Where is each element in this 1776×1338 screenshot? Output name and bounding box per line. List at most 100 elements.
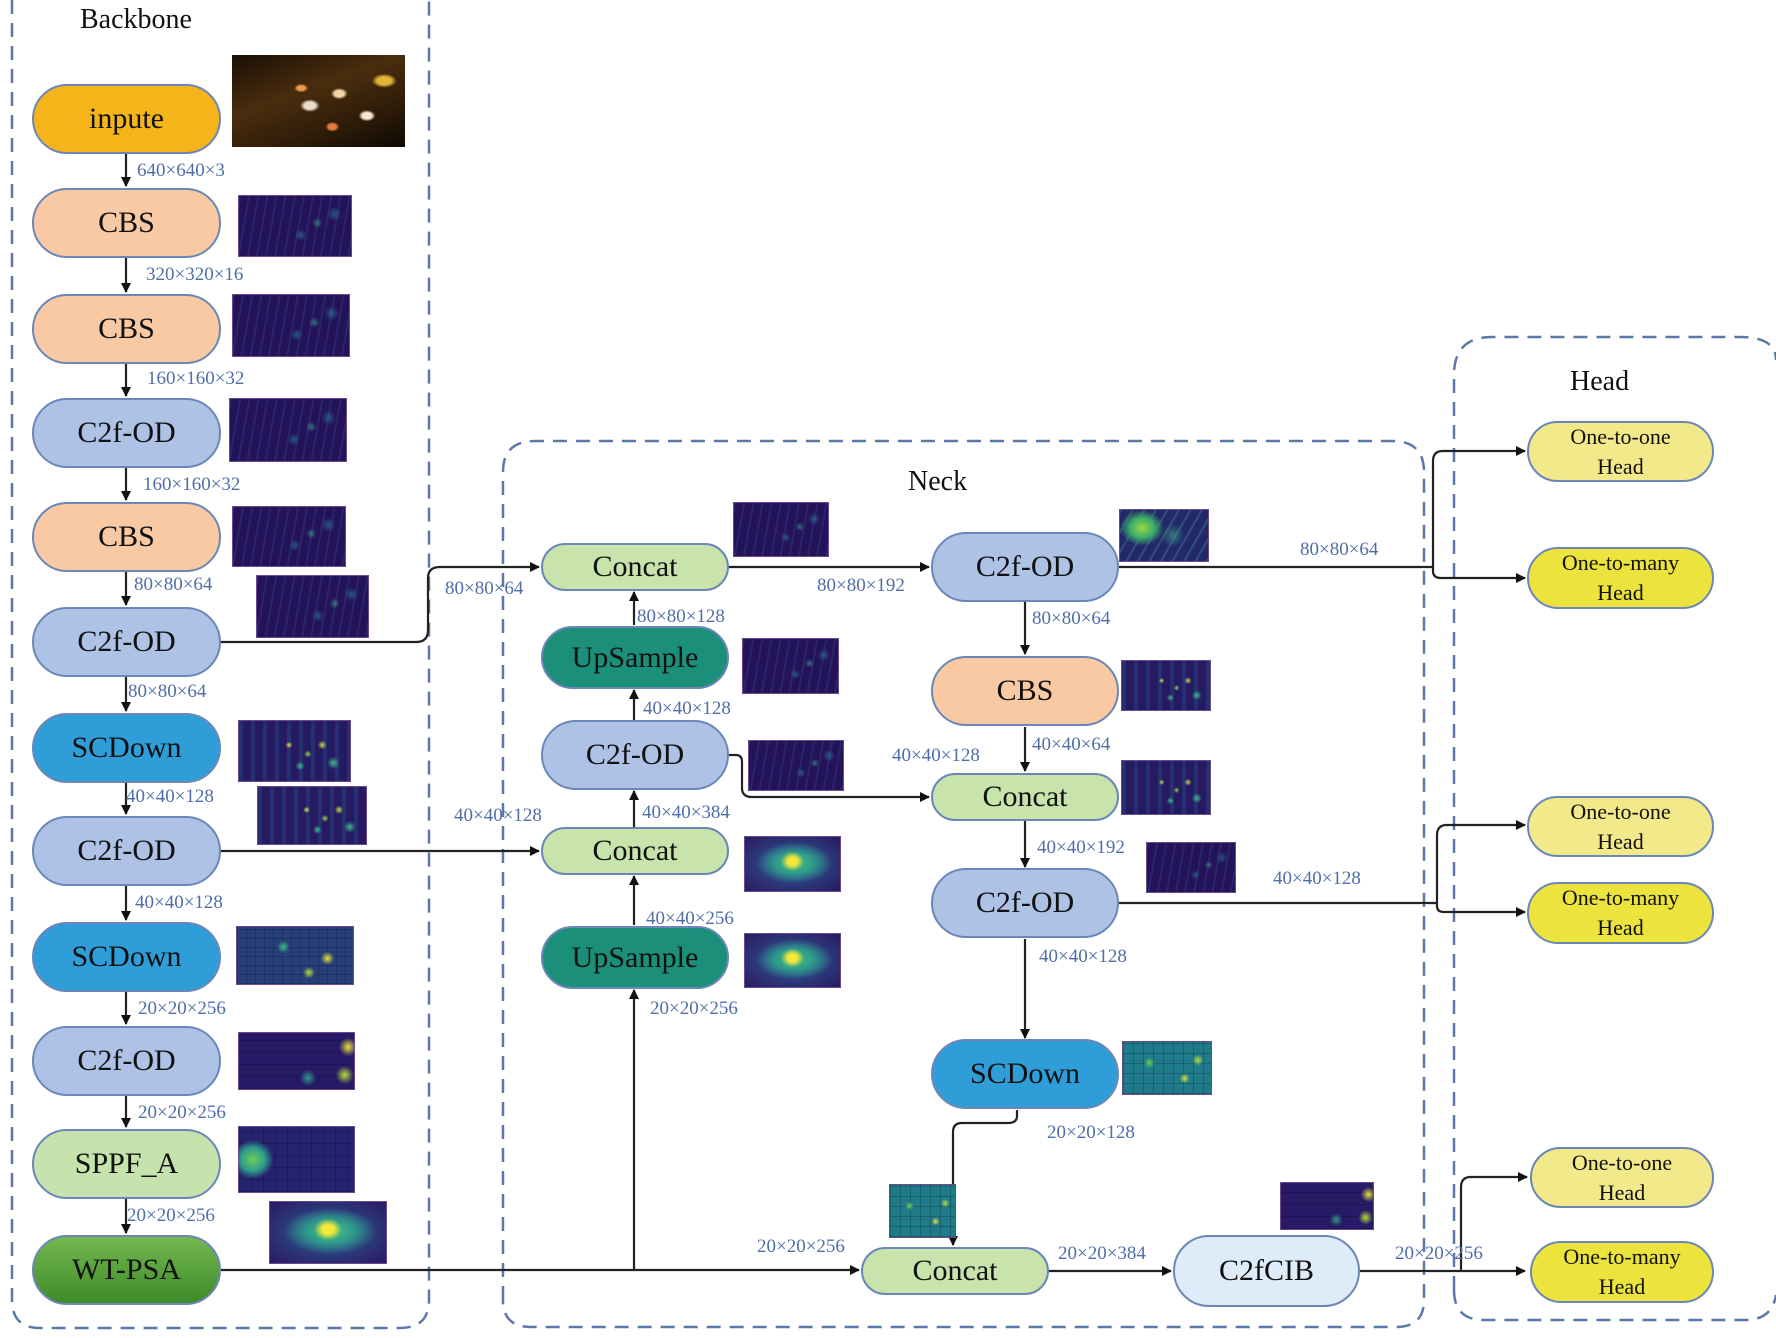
one-to-one-head-node: One-to-one Head (1530, 1147, 1714, 1208)
dim-label: 20×20×256 (757, 1236, 845, 1257)
head-label-line1: One-to-many (1561, 550, 1680, 575)
feature-map (232, 506, 346, 567)
dim-label: 20×20×256 (138, 1102, 226, 1123)
head-label-line2: Head (1598, 1179, 1646, 1205)
feature-map (1280, 1182, 1374, 1230)
feature-map (889, 1184, 956, 1238)
dim-label: 320×320×16 (146, 264, 244, 285)
scdown-node: SCDown (32, 713, 221, 783)
head-label-line2: Head (1597, 580, 1644, 605)
dim-label: 160×160×32 (147, 368, 245, 389)
dim-label: 80×80×64 (134, 574, 213, 595)
dim-label: 40×40×256 (646, 908, 734, 929)
one-to-one-head-node: One-to-one Head (1527, 421, 1714, 482)
one-to-many-head-node: One-to-many Head (1527, 547, 1714, 609)
dim-label: 80×80×128 (637, 606, 725, 627)
feature-map (748, 740, 844, 791)
feature-map (257, 786, 367, 845)
dim-label: 40×40×128 (126, 786, 214, 807)
c2f-od-node: C2f-OD (32, 1026, 221, 1096)
feature-map (238, 1126, 355, 1193)
input-image (232, 55, 405, 147)
cbs-node: CBS (931, 656, 1119, 726)
neck-border (501, 439, 1426, 1329)
head-label-line1: One-to-many (1561, 885, 1680, 910)
upsample-node: UpSample (541, 626, 729, 689)
sppf-a-node: SPPF_A (32, 1129, 221, 1199)
dim-label: 80×80×64 (128, 681, 207, 702)
head-title: Head (1570, 366, 1630, 397)
backbone-border (10, 0, 431, 1330)
feature-map (256, 575, 369, 638)
feature-map (232, 294, 350, 357)
wt-psa-node: WT-PSA (32, 1235, 221, 1305)
cbs-node: CBS (32, 294, 221, 364)
c2f-od-node: C2f-OD (931, 868, 1119, 938)
cbs-node: CBS (32, 502, 221, 572)
feature-map (1119, 509, 1209, 562)
feature-map (238, 720, 351, 782)
dim-label: 40×40×384 (642, 802, 730, 823)
feature-map (238, 1032, 355, 1090)
head-label-line2: Head (1597, 453, 1644, 479)
dim-label: 160×160×32 (143, 474, 241, 495)
dim-label: 20×20×128 (1047, 1122, 1135, 1143)
feature-map (229, 398, 347, 462)
feature-map (269, 1201, 387, 1264)
feature-map (733, 502, 829, 557)
feature-map (742, 638, 839, 694)
head-label-line1: One-to-many (1563, 1244, 1681, 1269)
one-to-many-head-node: One-to-many Head (1530, 1241, 1714, 1303)
dim-label: 40×40×192 (1037, 837, 1125, 858)
scdown-node: SCDown (931, 1039, 1119, 1109)
head-label-line2: Head (1598, 1274, 1646, 1299)
feature-map (1121, 760, 1211, 815)
dim-label: 40×40×64 (1032, 734, 1111, 755)
concat-node: Concat (541, 543, 729, 591)
dim-label: 20×20×256 (127, 1205, 215, 1226)
feature-map (744, 836, 841, 892)
feature-map (236, 926, 354, 985)
backbone-title: Backbone (80, 4, 192, 35)
head-label-line2: Head (1597, 828, 1644, 854)
dim-label: 40×40×128 (454, 805, 542, 826)
feature-map (1122, 1041, 1212, 1095)
c2f-od-node: C2f-OD (931, 532, 1119, 602)
c2fcib-node: C2fCIB (1173, 1235, 1360, 1307)
c2f-od-node: C2f-OD (32, 398, 221, 468)
feature-map (1121, 660, 1211, 711)
dim-label: 40×40×128 (1039, 946, 1127, 967)
head-label-line1: One-to-one (1570, 423, 1671, 449)
input-node: inpute (32, 84, 221, 154)
neck-title: Neck (908, 466, 968, 497)
dim-label: 80×80×64 (1032, 608, 1111, 629)
dim-label: 20×20×256 (650, 998, 738, 1019)
dim-label: 20×20×256 (138, 998, 226, 1019)
feature-map (1146, 842, 1236, 893)
dim-label: 80×80×64 (1300, 539, 1379, 560)
feature-map (238, 195, 352, 257)
one-to-many-head-node: One-to-many Head (1527, 882, 1714, 944)
dim-label: 40×40×128 (135, 892, 223, 913)
upsample-node: UpSample (541, 926, 729, 989)
feature-map (744, 933, 841, 988)
concat-node: Concat (541, 827, 729, 875)
dim-label: 80×80×192 (817, 575, 905, 596)
head-label-line1: One-to-one (1570, 798, 1671, 824)
c2f-od-node: C2f-OD (32, 816, 221, 886)
head-label-line1: One-to-one (1571, 1149, 1673, 1175)
dim-label: 640×640×3 (137, 160, 225, 181)
dim-label: 40×40×128 (643, 698, 731, 719)
head-border (1452, 335, 1776, 1290)
head-label-line2: Head (1597, 915, 1644, 940)
c2f-od-node: C2f-OD (32, 607, 221, 677)
dim-label: 80×80×64 (445, 578, 524, 599)
one-to-one-head-node: One-to-one Head (1527, 796, 1714, 857)
dim-label: 20×20×384 (1058, 1243, 1146, 1264)
cbs-node: CBS (32, 188, 221, 258)
dim-label: 20×20×256 (1395, 1243, 1483, 1264)
dim-label: 40×40×128 (1273, 868, 1361, 889)
scdown-node: SCDown (32, 922, 221, 992)
